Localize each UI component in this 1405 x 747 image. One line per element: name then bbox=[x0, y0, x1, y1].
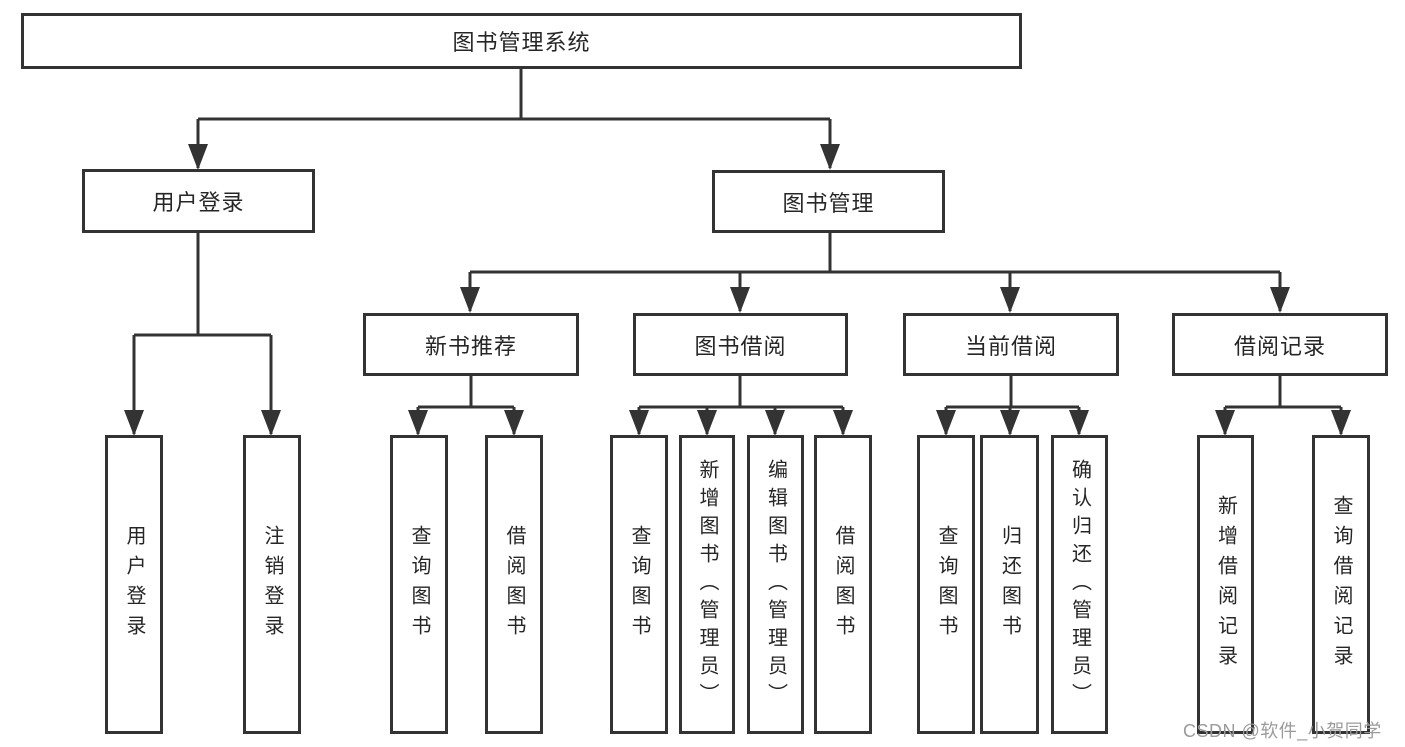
node-label: 图书管理 bbox=[782, 190, 875, 216]
leaf-label: 查询图书 bbox=[408, 524, 430, 645]
leaf-label: 查询图书 bbox=[935, 524, 957, 645]
node-label: 图书管理系统 bbox=[452, 30, 591, 55]
leaf-label: 编辑图书（管理员） bbox=[764, 458, 787, 711]
leaf-label: 确认归还（管理员） bbox=[1068, 458, 1091, 711]
leaf-label: 借阅图书 bbox=[503, 524, 525, 645]
node-library-management-system: 图书管理系统 bbox=[21, 13, 1022, 69]
csdn-watermark: CSDN @软件_小贺同学 bbox=[1183, 721, 1382, 741]
leaf-label: 查询借阅记录 bbox=[1330, 494, 1352, 675]
node-label: 新书推荐 bbox=[424, 333, 517, 359]
connector-records-children bbox=[1223, 376, 1343, 434]
leaf-label: 新增图书（管理员） bbox=[696, 458, 718, 711]
leaf-return-book: 归还图书 bbox=[980, 435, 1039, 734]
node-borrow-records: 借阅记录 bbox=[1172, 313, 1388, 376]
node-book-borrowing: 图书借阅 bbox=[633, 313, 848, 376]
node-label: 图书借阅 bbox=[694, 333, 787, 359]
connector-book-mgmt-children bbox=[468, 233, 1282, 311]
leaf-label: 用户登录 bbox=[123, 524, 145, 645]
node-user-login: 用户登录 bbox=[82, 169, 315, 233]
leaf-label: 查询图书 bbox=[628, 524, 650, 645]
leaf-logout: 注销登录 bbox=[243, 435, 301, 734]
leaf-add-borrow-record: 新增借阅记录 bbox=[1197, 435, 1254, 734]
node-book-management: 图书管理 bbox=[712, 170, 945, 233]
node-new-book-recommend: 新书推荐 bbox=[363, 313, 579, 376]
leaf-add-book-admin: 新增图书（管理员） bbox=[679, 435, 735, 734]
leaf-query-books-recommend: 查询图书 bbox=[390, 435, 448, 734]
leaf-query-books-current: 查询图书 bbox=[917, 435, 975, 734]
node-current-borrowing: 当前借阅 bbox=[903, 313, 1119, 376]
leaf-edit-book-admin: 编辑图书（管理员） bbox=[747, 435, 804, 734]
connector-borrowing-children bbox=[637, 376, 845, 434]
leaf-label: 新增借阅记录 bbox=[1214, 494, 1237, 675]
node-label: 当前借阅 bbox=[964, 333, 1057, 359]
leaf-query-books-borrowing: 查询图书 bbox=[610, 435, 668, 734]
node-label: 用户登录 bbox=[152, 190, 245, 215]
leaf-query-borrow-record: 查询借阅记录 bbox=[1312, 435, 1370, 734]
leaf-confirm-return-admin: 确认归还（管理员） bbox=[1051, 435, 1108, 734]
leaf-borrow-book-borrowing: 借阅图书 bbox=[814, 435, 872, 734]
connector-recommend-children bbox=[416, 376, 516, 434]
leaf-borrow-book-recommend: 借阅图书 bbox=[485, 435, 543, 734]
arrowheads bbox=[124, 144, 1351, 436]
leaf-label: 归还图书 bbox=[998, 524, 1021, 645]
connector-user-login-children bbox=[132, 233, 273, 434]
node-label: 借阅记录 bbox=[1233, 333, 1326, 359]
leaf-label: 借阅图书 bbox=[832, 524, 854, 645]
leaf-label: 注销登录 bbox=[261, 524, 283, 645]
connector-root-to-level2 bbox=[196, 69, 832, 168]
leaf-user-login: 用户登录 bbox=[105, 435, 163, 734]
